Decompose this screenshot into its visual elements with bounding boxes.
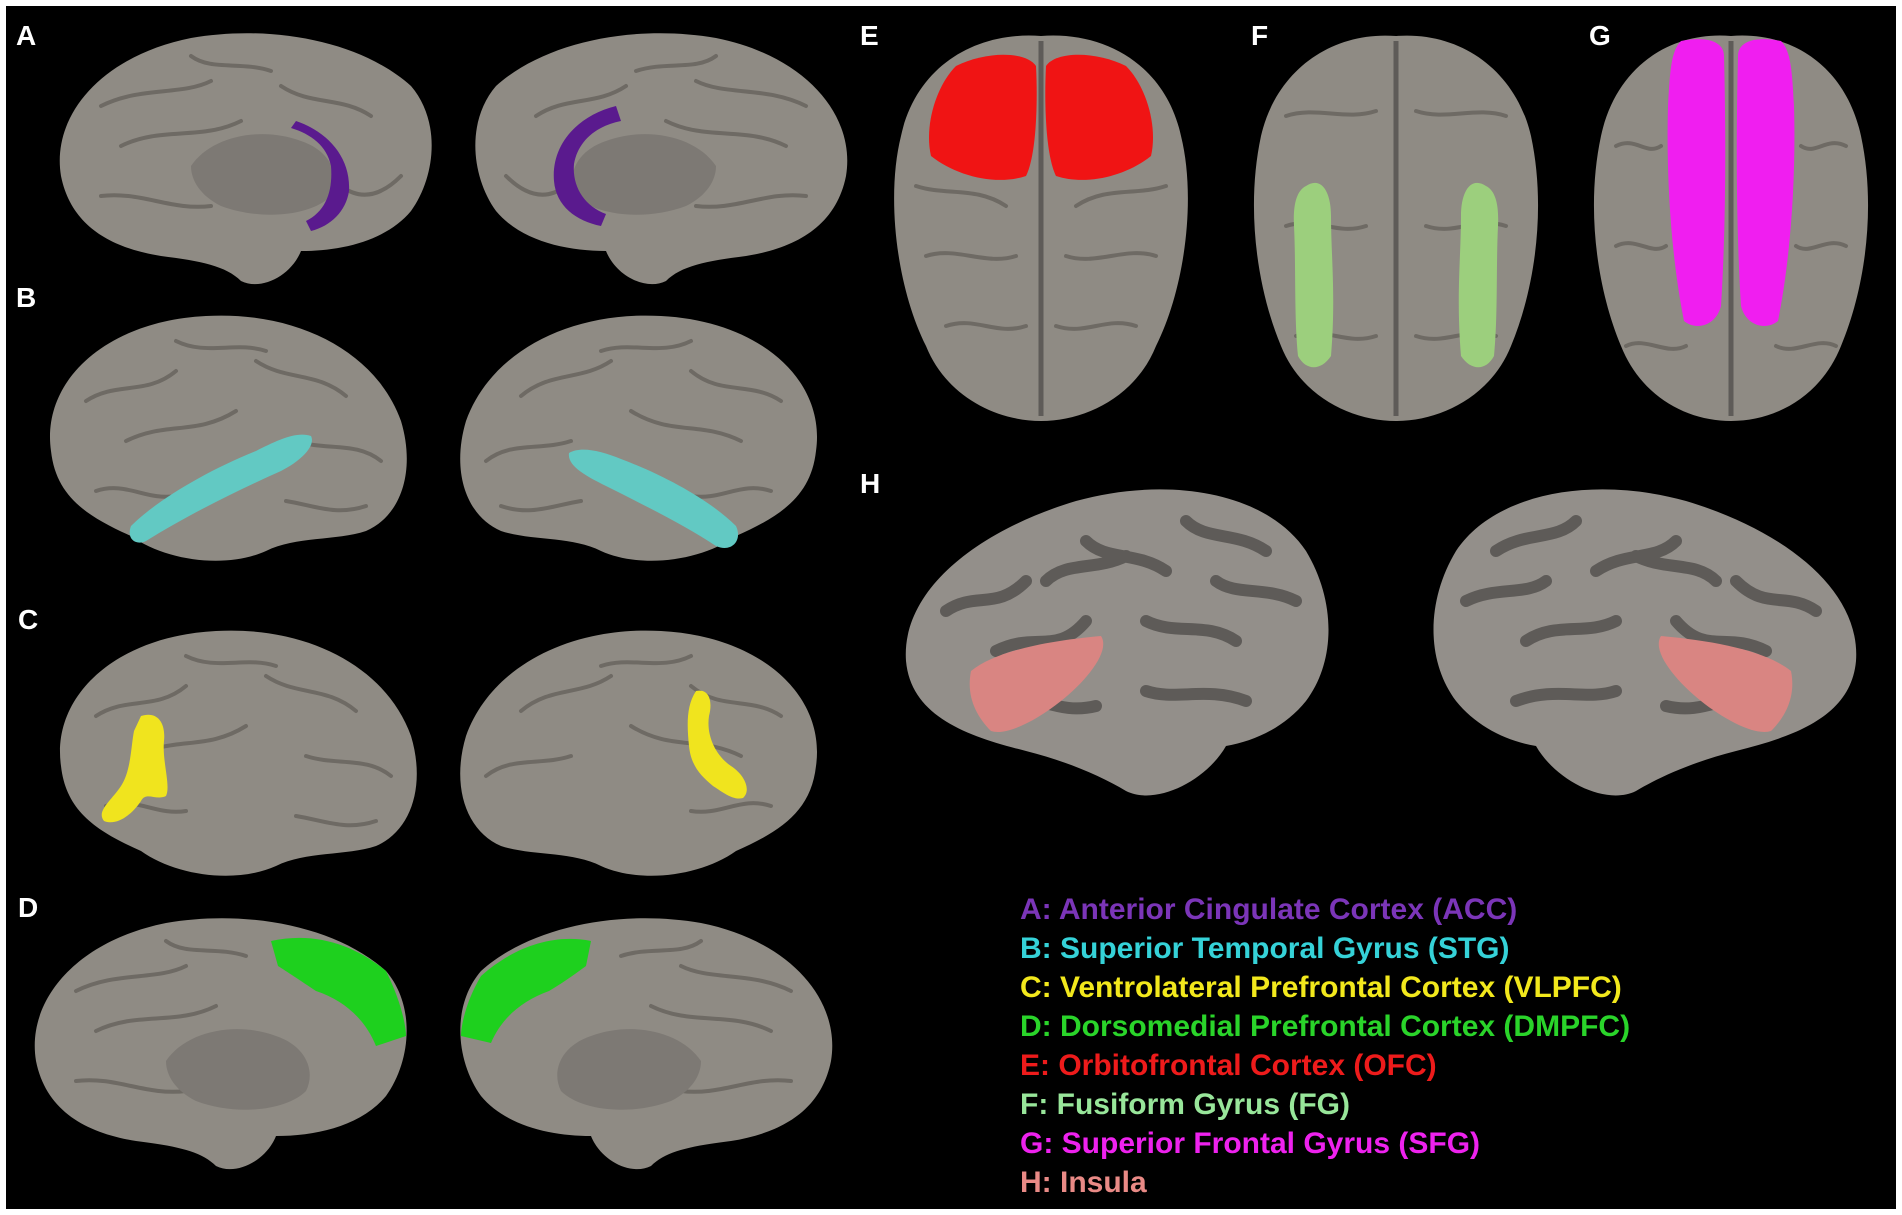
legend-item: A: Anterior Cingulate Cortex (ACC): [1020, 893, 1518, 926]
legend-item: E: Orbitofrontal Cortex (OFC): [1020, 1049, 1437, 1082]
brain-dorsal-g: [1593, 35, 1869, 421]
brain-lateral-right-b: [460, 315, 818, 561]
panel-label-b: B: [16, 282, 37, 313]
brain-ventral-e: [894, 35, 1188, 421]
legend-item: B: Superior Temporal Gyrus (STG): [1020, 932, 1510, 965]
panel-label-a: A: [16, 20, 37, 51]
panel-label-d: D: [18, 892, 39, 923]
brain-medial-left-d: [34, 918, 407, 1170]
legend-item: F: Fusiform Gyrus (FG): [1020, 1088, 1350, 1121]
panel-label-h: H: [860, 468, 881, 499]
legend-item: D: Dorsomedial Prefrontal Cortex (DMPFC): [1020, 1010, 1631, 1043]
panel-label-c: C: [18, 604, 39, 635]
brain-inflated-left-h: [905, 489, 1329, 796]
brain-inflated-right-h: [1433, 489, 1857, 796]
legend-item: C: Ventrolateral Prefrontal Cortex (VLPF…: [1020, 971, 1622, 1004]
legend-item: H: Insula: [1020, 1166, 1147, 1199]
brain-ventral-f: [1253, 35, 1539, 422]
panel-label-e: E: [860, 20, 879, 51]
brain-medial-right-a: [475, 33, 848, 285]
brain-medial-right-d: [460, 918, 833, 1170]
panel-label-g: G: [1589, 20, 1611, 51]
legend-item: G: Superior Frontal Gyrus (SFG): [1020, 1127, 1481, 1160]
brain-lateral-right-c: [460, 630, 818, 876]
brain-medial-left-a: [59, 33, 432, 285]
figure-canvas: A B C D E F G H: [6, 6, 1896, 1209]
brain-lateral-left-c: [59, 630, 417, 876]
panel-label-f: F: [1251, 20, 1269, 51]
legend: A: Anterior Cingulate Cortex (ACC) B: Sup…: [1020, 890, 1630, 1202]
brain-lateral-left-b: [49, 315, 407, 561]
